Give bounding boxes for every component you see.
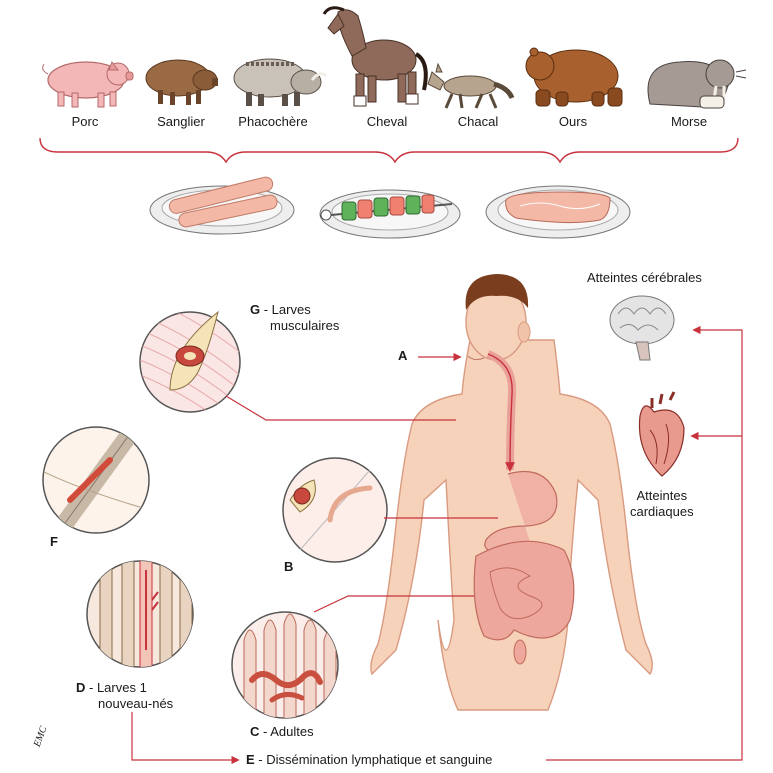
circle-F xyxy=(42,426,150,534)
human-body xyxy=(370,274,653,711)
animal-label-ours: Ours xyxy=(558,114,588,129)
label-D-letter: D xyxy=(76,680,86,695)
pig-illustration xyxy=(42,60,134,108)
animal-label-morse: Morse xyxy=(670,114,708,129)
animal-label-cheval: Cheval xyxy=(366,114,408,129)
bear-illustration xyxy=(525,47,623,107)
label-G-line1: - Larves xyxy=(260,302,311,317)
walrus-illustration xyxy=(647,59,747,109)
label-heart-line1: Atteintes xyxy=(636,488,688,503)
label-C-letter: C xyxy=(250,724,260,739)
label-G: G - Larves musculaires xyxy=(250,302,339,334)
label-G-line2: musculaires xyxy=(270,318,340,333)
label-C-text: - Adultes xyxy=(259,724,314,739)
label-heart: Atteintes cardiaques xyxy=(630,488,694,520)
digestive-tract xyxy=(473,350,575,665)
label-C: C - Adultes xyxy=(250,724,314,740)
label-brain: Atteintes cérébrales xyxy=(587,270,702,285)
brain-illustration xyxy=(609,295,675,361)
label-B: B xyxy=(284,559,293,575)
label-B-letter: B xyxy=(284,559,294,574)
label-heart-line2: cardiaques xyxy=(630,504,694,519)
label-E: E - Dissémination lymphatique et sanguin… xyxy=(246,752,492,768)
label-E-letter: E xyxy=(246,752,255,767)
label-D: D - Larves 1 nouveau-nés xyxy=(76,680,173,712)
animal-label-phacochere: Phacochère xyxy=(238,114,308,129)
plate-skewer xyxy=(319,189,461,239)
circle-B xyxy=(282,457,388,563)
animal-label-sanglier: Sanglier xyxy=(157,114,205,129)
label-G-letter: G xyxy=(250,302,261,317)
circle-G xyxy=(139,310,241,413)
label-D-line2: nouveau-nés xyxy=(98,696,174,711)
connector-lines xyxy=(131,325,743,765)
animals-brace xyxy=(39,137,739,164)
circle-C xyxy=(231,611,339,719)
label-A-letter: A xyxy=(398,348,408,363)
label-D-line1: - Larves 1 xyxy=(85,680,147,695)
plate-sausages xyxy=(149,176,295,235)
label-E-text: - Dissémination lymphatique et sanguine xyxy=(254,752,493,767)
label-F: F xyxy=(50,534,58,550)
circle-D xyxy=(86,560,194,668)
horse-illustration xyxy=(322,6,428,107)
jackal-illustration xyxy=(427,62,515,109)
animal-label-chacal: Chacal xyxy=(457,114,499,129)
heart-illustration xyxy=(638,391,685,477)
label-F-letter: F xyxy=(50,534,58,549)
boar-illustration xyxy=(145,59,218,105)
animal-label-porc: Porc xyxy=(71,114,99,129)
plate-meat xyxy=(485,185,631,239)
warthog-illustration xyxy=(233,58,328,106)
label-A: A xyxy=(398,348,407,364)
